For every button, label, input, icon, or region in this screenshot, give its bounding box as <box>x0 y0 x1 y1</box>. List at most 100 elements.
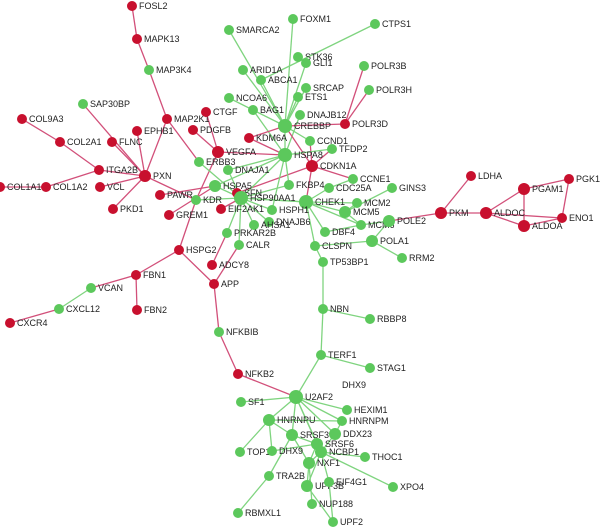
node-app[interactable]: APP <box>209 279 239 289</box>
node-ccnd1[interactable]: CCND1 <box>305 136 348 146</box>
node-circle[interactable] <box>327 144 337 154</box>
node-circle[interactable] <box>188 125 198 135</box>
node-cxcr4[interactable]: CXCR4 <box>5 318 48 328</box>
node-circle[interactable] <box>306 160 318 172</box>
node-srsf3[interactable]: SRSF3 <box>286 429 329 441</box>
node-circle[interactable] <box>557 213 567 223</box>
node-cdc25a[interactable]: CDC25A <box>324 183 372 193</box>
node-circle[interactable] <box>41 182 51 192</box>
node-pxn[interactable]: PXN <box>139 170 172 182</box>
node-circle[interactable] <box>324 477 334 487</box>
node-stk36[interactable]: STK36 <box>293 52 333 62</box>
node-dhx9b[interactable]: DHX9 <box>267 446 303 456</box>
node-gli1[interactable]: GLI1 <box>301 58 333 68</box>
node-ncoa6[interactable]: NCOA6 <box>224 93 267 103</box>
node-circle[interactable] <box>95 182 105 192</box>
node-circle[interactable] <box>244 133 254 143</box>
node-circle[interactable] <box>201 107 211 117</box>
node-circle[interactable] <box>235 447 245 457</box>
node-top1[interactable]: TOP1 <box>235 447 270 457</box>
node-ets1[interactable]: ETS1 <box>293 92 328 102</box>
node-tra2b[interactable]: TRA2B <box>264 471 305 481</box>
node-xpo4[interactable]: XPO4 <box>388 482 424 492</box>
node-circle[interactable] <box>108 204 118 214</box>
node-circle[interactable] <box>564 174 574 184</box>
node-circle[interactable] <box>518 183 530 195</box>
node-hspa5[interactable]: HSPA5 <box>209 180 252 192</box>
node-aldoc[interactable]: ALDOC <box>480 207 526 219</box>
node-stag1[interactable]: STAG1 <box>365 363 406 373</box>
node-crebbp[interactable]: CREBBP <box>278 119 331 133</box>
node-circle[interactable] <box>233 508 243 518</box>
node-circle[interactable] <box>212 146 224 158</box>
node-srcap[interactable]: SRCAP <box>301 83 344 93</box>
node-hspg2[interactable]: HSPG2 <box>174 245 217 255</box>
node-circle[interactable] <box>191 195 201 205</box>
node-circle[interactable] <box>352 198 362 208</box>
node-circle[interactable] <box>370 19 380 29</box>
node-fkbp4[interactable]: FKBP4 <box>284 180 325 190</box>
node-circle[interactable] <box>359 61 369 71</box>
node-col1a1[interactable]: COL1A1 <box>0 182 42 192</box>
node-fbn1[interactable]: FBN1 <box>131 270 166 280</box>
node-circle[interactable] <box>339 206 351 218</box>
node-circle[interactable] <box>264 471 274 481</box>
node-polr3d[interactable]: POLR3D <box>340 119 389 129</box>
node-circle[interactable] <box>216 204 226 214</box>
node-fbn2[interactable]: FBN2 <box>132 305 167 315</box>
node-ctgf[interactable]: CTGF <box>201 107 238 117</box>
node-circle[interactable] <box>17 114 27 124</box>
node-circle[interactable] <box>78 99 88 109</box>
node-tp53bp1[interactable]: TP53BP1 <box>318 257 369 267</box>
node-gins3[interactable]: GINS3 <box>387 183 426 193</box>
node-circle[interactable] <box>238 65 248 75</box>
node-nbn[interactable]: NBN <box>318 304 349 314</box>
node-circle[interactable] <box>303 457 315 469</box>
node-hsp90aa1[interactable]: HSP90AA1 <box>234 191 296 205</box>
node-circle[interactable] <box>329 428 341 440</box>
node-cdkn1a[interactable]: CDKN1A <box>306 160 357 172</box>
node-circle[interactable] <box>315 446 327 458</box>
node-circle[interactable] <box>131 270 141 280</box>
node-ahsa1[interactable]: AHSA1 <box>249 220 291 230</box>
node-circle[interactable] <box>388 482 398 492</box>
node-col2a1[interactable]: COL2A1 <box>55 137 102 147</box>
node-hexim1[interactable]: HEXIM1 <box>342 405 388 415</box>
node-erbb3[interactable]: ERBB3 <box>194 157 236 167</box>
node-nfkbib[interactable]: NFKBIB <box>214 327 259 337</box>
node-ldha[interactable]: LDHA <box>466 171 502 181</box>
node-circle[interactable] <box>223 165 233 175</box>
node-circle[interactable] <box>307 499 317 509</box>
node-fosl2[interactable]: FOSL2 <box>127 1 168 11</box>
node-col9a3[interactable]: COL9A3 <box>17 114 64 124</box>
node-circle[interactable] <box>301 83 311 93</box>
node-vcl[interactable]: VCL <box>95 182 125 192</box>
node-circle[interactable] <box>284 180 294 190</box>
node-circle[interactable] <box>328 517 338 527</box>
node-map2k1[interactable]: MAP2K1 <box>162 114 210 124</box>
node-circle[interactable] <box>342 405 352 415</box>
node-circle[interactable] <box>86 283 96 293</box>
node-kdm6a[interactable]: KDM6A <box>244 133 287 143</box>
node-circle[interactable] <box>256 75 266 85</box>
node-terf1[interactable]: TERF1 <box>316 350 357 360</box>
node-circle[interactable] <box>264 217 274 227</box>
node-pawr[interactable]: PAWR <box>155 190 193 200</box>
node-dnaja1[interactable]: DNAJA1 <box>223 165 270 175</box>
node-mcm6[interactable]: MCM6 <box>356 220 395 230</box>
node-circle[interactable] <box>139 170 151 182</box>
node-circle[interactable] <box>263 414 275 426</box>
node-circle[interactable] <box>301 480 313 492</box>
node-grem1[interactable]: GREM1 <box>164 210 208 220</box>
node-pgam1[interactable]: PGAM1 <box>518 183 564 195</box>
node-circle[interactable] <box>209 279 219 289</box>
node-circle[interactable] <box>480 207 492 219</box>
node-vcan[interactable]: VCAN <box>86 283 123 293</box>
node-circle[interactable] <box>337 416 347 426</box>
node-dhx9a[interactable]: DHX9 <box>342 380 366 390</box>
node-chek1[interactable]: CHEK1 <box>299 195 345 209</box>
node-mcm2[interactable]: MCM2 <box>352 198 391 208</box>
node-thoc1[interactable]: THOC1 <box>360 452 403 462</box>
node-circle[interactable] <box>207 260 217 270</box>
node-circle[interactable] <box>234 191 248 205</box>
